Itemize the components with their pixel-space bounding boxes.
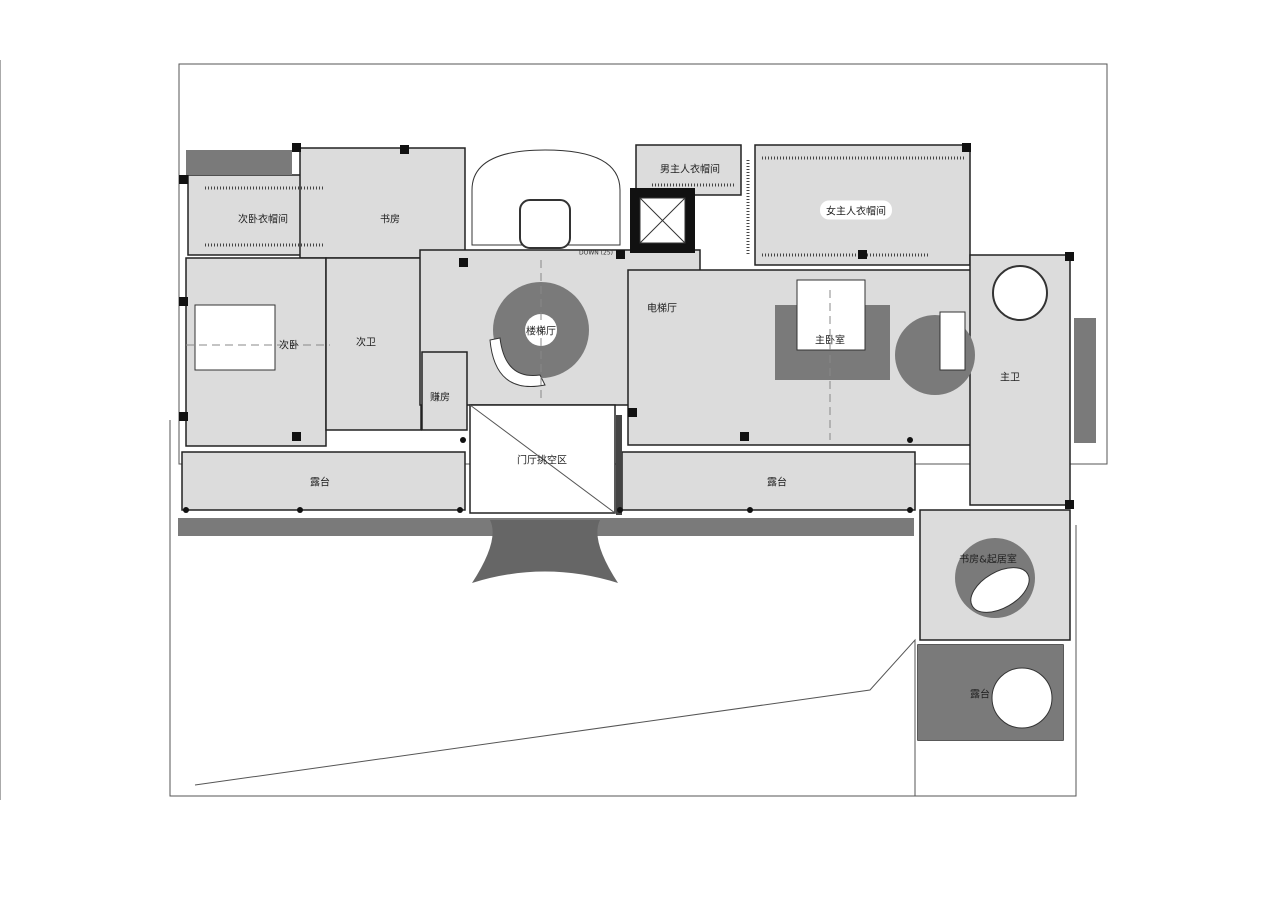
label-storage: 赚房 <box>430 392 450 404</box>
second-bed <box>194 304 276 371</box>
label-terrace-right: 露台 <box>970 689 990 701</box>
label-second-closet: 次卧衣帽间 <box>238 214 288 226</box>
label-stair-hall: 楼梯厅 <box>526 326 556 338</box>
label-elevator-hall: 电梯厅 <box>647 303 677 315</box>
label-study: 书房 <box>380 214 400 226</box>
storage-room <box>421 351 468 431</box>
entrance-canopy <box>472 520 618 583</box>
label-master-bedroom: 主卧室 <box>815 335 845 347</box>
label-foyer-void: 门厅挑空区 <box>517 455 567 467</box>
second-bath-room <box>325 257 422 431</box>
study-room <box>299 147 466 259</box>
lower-site-outline <box>169 420 916 797</box>
label-study-living: 书房&起居室 <box>959 554 1017 566</box>
label-second-bath: 次卫 <box>356 337 376 349</box>
spiral-stair <box>471 149 621 246</box>
label-master-bath: 主卫 <box>1000 372 1020 384</box>
label-terrace-mid: 露台 <box>767 477 787 489</box>
umbrella <box>991 667 1053 729</box>
male-closet-room <box>635 144 742 196</box>
label-male-closet: 男主人衣帽间 <box>660 164 720 176</box>
master-bed <box>796 279 866 351</box>
desk <box>970 567 1030 613</box>
label-terrace-left: 露台 <box>310 477 330 489</box>
label-second-bedroom: 次卧 <box>279 340 299 352</box>
bathtub <box>992 265 1048 321</box>
stair-down-note: DOWN (25) <box>579 249 613 257</box>
curved-sofa <box>489 337 546 387</box>
label-female-closet: 女主人衣帽间 <box>820 200 892 220</box>
terrace-mid-area <box>621 451 916 511</box>
terrace-left-area <box>181 451 466 511</box>
